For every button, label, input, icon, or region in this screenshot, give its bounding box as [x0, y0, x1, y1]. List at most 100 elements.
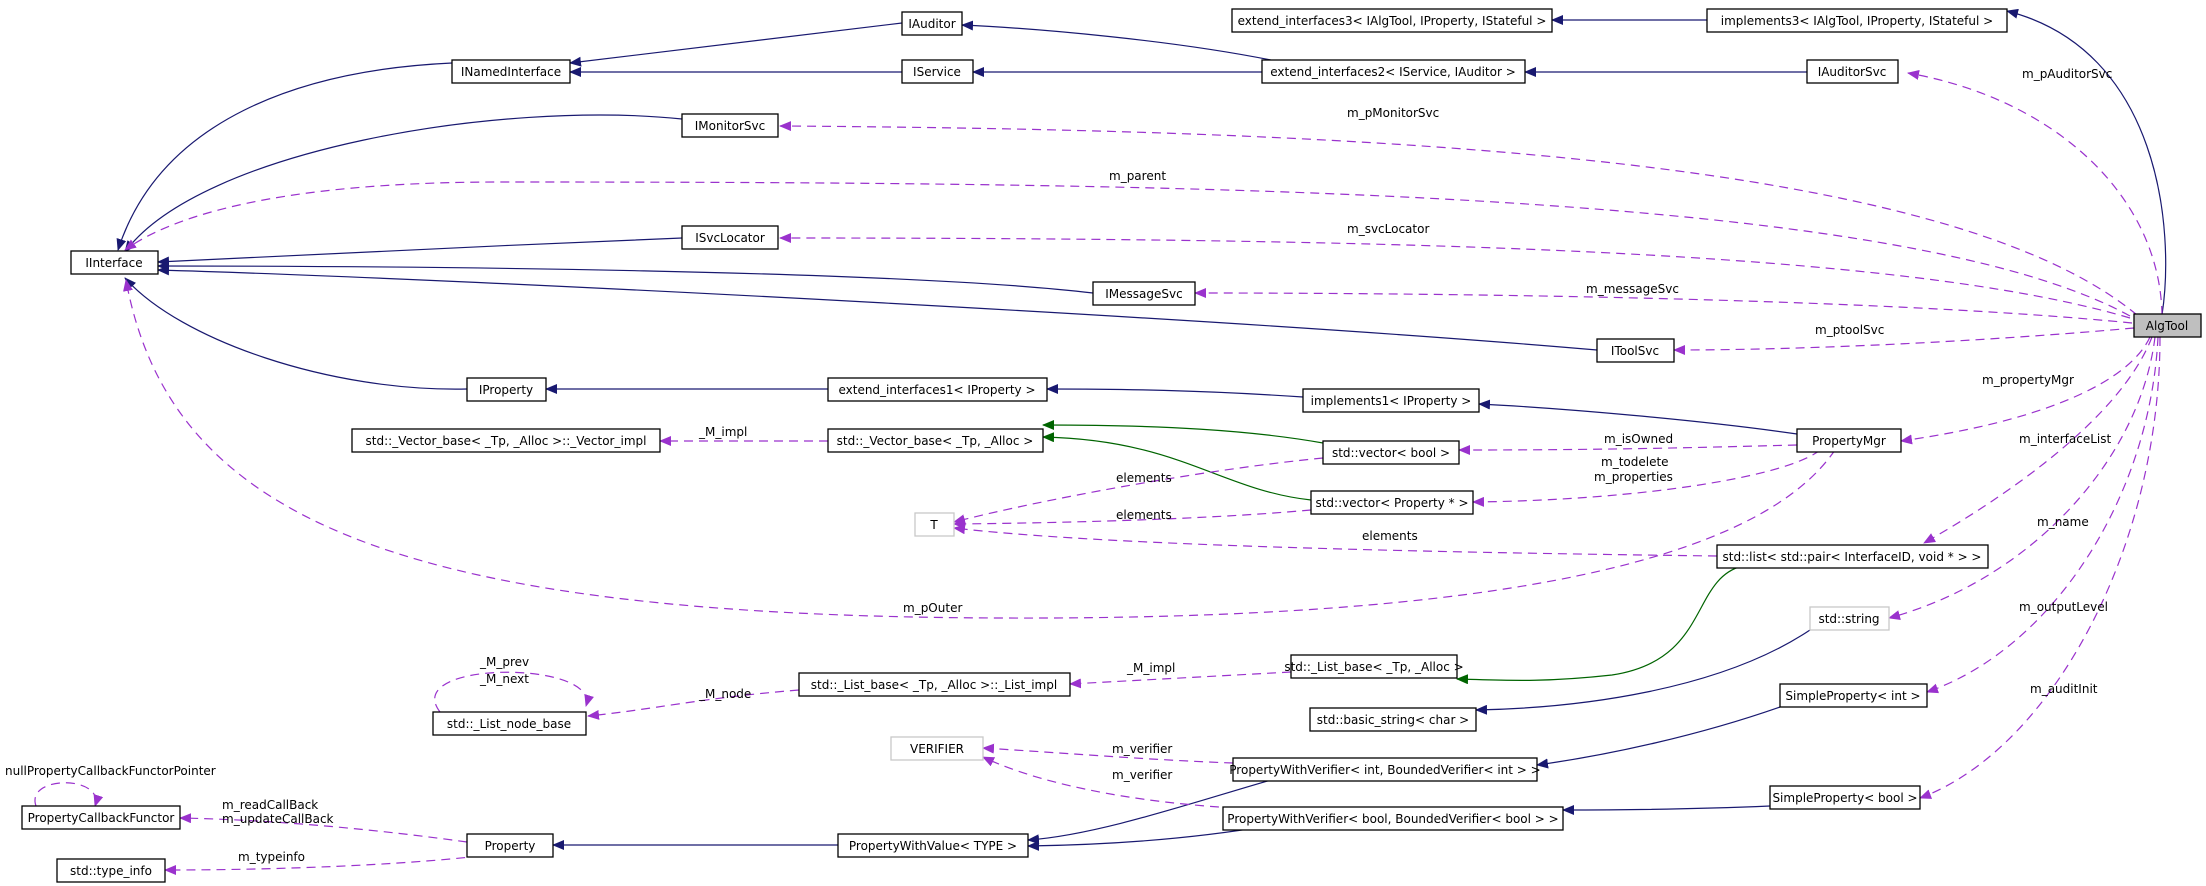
label-m-prev: _M_prev — [479, 655, 529, 669]
node-list-impl[interactable]: std::_List_base< _Tp, _Alloc >::_List_im… — [798, 672, 1071, 697]
node-extend-interfaces2[interactable]: extend_interfaces2< IService, IAuditor > — [1261, 59, 1526, 84]
edge-simplebool-pwvbool — [1562, 804, 1771, 815]
node-propertymgr[interactable]: PropertyMgr — [1796, 428, 1902, 453]
node-list-node-base[interactable]: std::_List_node_base — [432, 711, 587, 736]
svg-text:implements1< IProperty >: implements1< IProperty > — [1311, 394, 1472, 408]
edge-propertymgr-vectorproperty — [1472, 449, 1821, 507]
node-algtool[interactable]: AlgTool — [2133, 313, 2202, 338]
edge-vectorproperty-vectorbase — [1042, 432, 1312, 501]
node-property-callback-functor[interactable]: PropertyCallbackFunctor — [21, 805, 181, 830]
node-list-pair[interactable]: std::list< std::pair< InterfaceID, void … — [1716, 544, 1989, 569]
edge-extend2-iauditor — [961, 20, 1291, 65]
node-iproperty[interactable]: IProperty — [466, 377, 547, 402]
svg-text:IAuditorSvc: IAuditorSvc — [1818, 65, 1887, 79]
edge-algtool-propertymgr — [1900, 336, 2151, 445]
edge-property-callbackfunctor — [179, 813, 468, 843]
node-vector-base[interactable]: std::_Vector_base< _Tp, _Alloc > — [827, 428, 1044, 453]
edge-algtool-simplebool — [1919, 336, 2161, 799]
label-m-svclocator: m_svcLocator — [1347, 222, 1429, 236]
node-list-base[interactable]: std::_List_base< _Tp, _Alloc > — [1284, 654, 1464, 679]
svg-text:PropertyWithValue< TYPE >: PropertyWithValue< TYPE > — [849, 839, 1017, 853]
svg-text:PropertyWithVerifier< int, Bou: PropertyWithVerifier< int, BoundedVerifi… — [1229, 763, 1540, 777]
svg-text:IMessageSvc: IMessageSvc — [1105, 287, 1182, 301]
label-m-pmonitorsvc: m_pMonitorSvc — [1347, 106, 1439, 120]
node-simpleproperty-bool[interactable]: SimpleProperty< bool > — [1769, 785, 1921, 810]
edge-pwvint-propertywithvalue — [1027, 777, 1279, 845]
edge-pwvbool-verifier — [982, 756, 1235, 809]
edge-vectorbool-vectorbase — [1042, 420, 1324, 444]
edge-iauditor-inamedinterface — [569, 22, 903, 67]
edge-algtool-iinterface — [124, 181, 2131, 317]
edge-algtool-implements3 — [2006, 8, 2167, 316]
edge-listnodebase-self — [434, 671, 594, 713]
edge-stdstring-basicstring — [1475, 629, 1811, 715]
svg-text:IProperty: IProperty — [479, 383, 533, 397]
svg-text:PropertyCallbackFunctor: PropertyCallbackFunctor — [28, 811, 175, 825]
label-m-properties: m_properties — [1594, 470, 1673, 484]
svg-text:extend_interfaces2< IService,: extend_interfaces2< IService, IAuditor > — [1270, 65, 1516, 79]
node-pwv-int[interactable]: PropertyWithVerifier< int, BoundedVerifi… — [1229, 757, 1541, 782]
label-m-next: _M_next — [479, 672, 529, 686]
label-m-readcallback: m_readCallBack — [222, 798, 318, 812]
label-m-outputlevel: m_outputLevel — [2019, 600, 2108, 614]
node-isvclocator[interactable]: ISvcLocator — [681, 225, 779, 250]
node-implements3[interactable]: implements3< IAlgTool, IProperty, IState… — [1706, 8, 2008, 33]
svg-text:IToolSvc: IToolSvc — [1611, 344, 1659, 358]
node-vector-bool[interactable]: std::vector< bool > — [1322, 440, 1460, 465]
edge-vectorbool-t — [953, 457, 1324, 525]
svg-text:T: T — [929, 518, 938, 532]
label-m-propertymgr: m_propertyMgr — [1982, 373, 2074, 387]
edge-itoolsvc-iinterface — [157, 265, 1598, 351]
svg-text:std::_Vector_base< _Tp, _Alloc: std::_Vector_base< _Tp, _Alloc >::_Vecto… — [366, 434, 647, 448]
label-m-pouter: m_pOuter — [903, 601, 962, 615]
node-simpleproperty-int[interactable]: SimpleProperty< int > — [1779, 683, 1928, 708]
edge-algtool-imonitorsvc — [779, 121, 2138, 316]
svg-text:PropertyMgr: PropertyMgr — [1812, 434, 1886, 448]
node-std-string[interactable]: std::string — [1809, 606, 1890, 631]
svg-text:IInterface: IInterface — [85, 256, 142, 270]
node-implements1[interactable]: implements1< IProperty > — [1302, 388, 1480, 413]
edge-isvclocator-iinterface — [157, 237, 683, 267]
label-m-node: _M_node — [698, 687, 751, 701]
node-iauditor[interactable]: IAuditor — [901, 11, 963, 36]
edge-algtool-imessagesvc — [1194, 288, 2133, 324]
svg-text:std::basic_string< char >: std::basic_string< char > — [1317, 713, 1470, 727]
node-pwv-bool[interactable]: PropertyWithVerifier< bool, BoundedVerif… — [1222, 806, 1564, 831]
edge-imonitorsvc-iinterface — [124, 114, 683, 253]
node-imonitorsvc[interactable]: IMonitorSvc — [681, 113, 779, 138]
node-t[interactable]: T — [914, 512, 955, 537]
node-extend-interfaces3[interactable]: extend_interfaces3< IAlgTool, IProperty,… — [1231, 8, 1553, 33]
edge-inamedinterface-iinterface — [116, 62, 453, 251]
node-itoolsvc[interactable]: IToolSvc — [1596, 338, 1675, 363]
svg-text:std::type_info: std::type_info — [70, 864, 152, 878]
node-inamedinterface[interactable]: INamedInterface — [451, 59, 571, 84]
svg-text:std::list< std::pair< Interfac: std::list< std::pair< InterfaceID, void … — [1722, 550, 1981, 564]
node-iauditorsvc[interactable]: IAuditorSvc — [1806, 59, 1899, 84]
node-property-with-value[interactable]: PropertyWithValue< TYPE > — [837, 833, 1029, 858]
node-iinterface[interactable]: IInterface — [70, 250, 159, 275]
edge-listimpl-listnodebase — [587, 689, 800, 720]
label-elements-1: elements — [1116, 471, 1172, 485]
node-vector-property[interactable]: std::vector< Property * > — [1310, 490, 1474, 515]
svg-text:std::vector< Property * >: std::vector< Property * > — [1315, 496, 1468, 510]
label-m-auditinit: m_auditInit — [2030, 682, 2098, 696]
edge-listpair-t — [953, 524, 1718, 557]
edge-algtool-iauditorsvc — [1907, 70, 2163, 316]
node-property[interactable]: Property — [466, 833, 554, 858]
svg-text:INamedInterface: INamedInterface — [461, 65, 561, 79]
edge-imessagesvc-iinterface — [157, 261, 1094, 294]
node-basic-string[interactable]: std::basic_string< char > — [1309, 707, 1477, 732]
node-type-info[interactable]: std::type_info — [56, 858, 166, 883]
node-iservice[interactable]: IService — [901, 59, 974, 84]
node-vector-impl[interactable]: std::_Vector_base< _Tp, _Alloc >::_Vecto… — [351, 428, 661, 453]
svg-text:extend_interfaces1< IProperty: extend_interfaces1< IProperty > — [838, 383, 1035, 397]
svg-text:ISvcLocator: ISvcLocator — [695, 231, 765, 245]
node-extend-interfaces1[interactable]: extend_interfaces1< IProperty > — [827, 377, 1048, 402]
edge-pwvint-verifier — [982, 743, 1234, 764]
node-imessagesvc[interactable]: IMessageSvc — [1092, 281, 1196, 306]
svg-text:Property: Property — [485, 839, 536, 853]
node-verifier[interactable]: VERIFIER — [890, 736, 984, 761]
edge-listbase-listimpl — [1069, 671, 1292, 689]
edge-listpair-listbase — [1456, 565, 1743, 685]
